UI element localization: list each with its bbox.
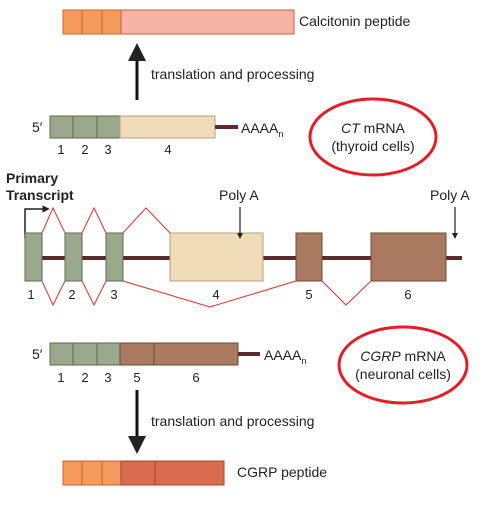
exon-3 [105, 232, 124, 282]
cgrp-exon-num-1: 1 [57, 370, 65, 385]
bottom-arrow-label: translation and processing [151, 413, 315, 429]
ct-exon-num-4: 4 [164, 142, 172, 157]
exon-2 [64, 232, 83, 282]
exon-5 [295, 232, 323, 282]
ct-exon-num-3: 3 [104, 142, 112, 157]
primary-transcript-label-1: Primary [6, 170, 59, 186]
cgrp-mrna-caption: CGRP mRNA (neuronal cells) [355, 348, 451, 382]
pt-exon-num-3: 3 [110, 287, 118, 302]
primary-transcript [24, 205, 462, 308]
cgrp-peptide-label: CGRP peptide [237, 464, 328, 480]
pt-exon-num-1: 1 [27, 287, 35, 302]
calcitonin-peptide-label: Calcitonin peptide [299, 13, 411, 29]
cgrp-exon-num-2: 2 [81, 370, 89, 385]
cgrp-polya: AAAAn [264, 347, 307, 366]
cgrp-peptide-bar [62, 460, 225, 486]
ct-mrna-oval [308, 97, 438, 177]
ct-polya: AAAAn [241, 120, 284, 139]
cgrp-mrna-bar [49, 342, 260, 366]
cgrp-exon-num-6: 6 [192, 370, 200, 385]
ct-exon-num-1: 1 [57, 142, 65, 157]
exon-1 [24, 232, 43, 282]
pt-exon-num-6: 6 [404, 287, 412, 302]
calcitonin-peptide-bar [62, 9, 295, 35]
ct-five-prime: 5′ [32, 119, 43, 135]
pt-exon-num-4: 4 [212, 287, 220, 302]
ct-mrna-caption: CT mRNA (thyroid cells) [331, 120, 415, 154]
pt-exon-num-2: 2 [68, 287, 76, 302]
cgrp-exon-num-3: 3 [104, 370, 112, 385]
ct-mrna-bar [49, 115, 238, 139]
polya-site-1-label: Poly A [219, 187, 259, 203]
cgrp-exon-num-5: 5 [133, 370, 141, 385]
top-arrow-label: translation and processing [151, 66, 315, 82]
pt-exon-num-5: 5 [305, 287, 313, 302]
exon-4 [169, 232, 264, 282]
ct-exon-num-2: 2 [81, 142, 89, 157]
primary-transcript-label-2: Transcript [6, 187, 74, 203]
exon-6 [370, 232, 447, 282]
cgrp-mrna-oval [337, 325, 469, 405]
polya-site-2-label: Poly A [430, 187, 470, 203]
cgrp-five-prime: 5′ [32, 346, 43, 362]
